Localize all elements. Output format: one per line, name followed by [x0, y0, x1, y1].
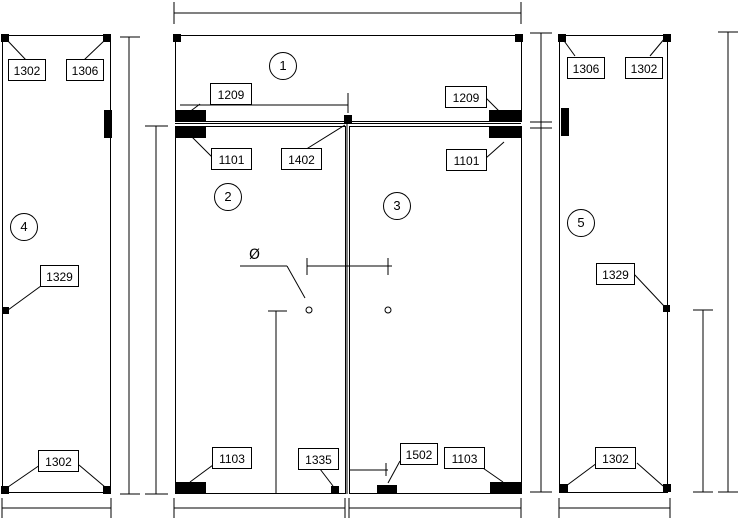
part-label-1209: 1209 [445, 86, 487, 108]
part-label-1103: 1103 [444, 447, 485, 469]
panel-number-1: 1 [269, 52, 297, 80]
clamp-1329-panel-4 [2, 307, 9, 314]
part-label-1502: 1502 [400, 443, 438, 465]
panel-number-3: 3 [383, 192, 411, 220]
diameter-symbol: Ø [249, 247, 261, 263]
panel-number-4: 4 [10, 213, 38, 241]
lock-1335 [331, 486, 339, 494]
clamp-1306-tr-panel-4 [103, 34, 111, 42]
part-label-1329: 1329 [40, 265, 79, 287]
part-label-1402: 1402 [281, 148, 322, 170]
part-label-1335: 1335 [298, 448, 339, 470]
fitting-1103-right [490, 482, 522, 494]
fitting-1103-left [175, 482, 206, 494]
clamp-1306-tl-panel-5 [558, 34, 566, 42]
clamp-1302-bl-panel-4 [1, 486, 9, 494]
part-label-1302: 1302 [625, 57, 663, 79]
jamb-bracket-panel-5 [561, 108, 569, 136]
door-leaf-3 [349, 126, 522, 494]
part-label-1103: 1103 [212, 447, 252, 469]
part-label-1209: 1209 [210, 83, 252, 105]
clamp-tr-panel-1 [515, 34, 523, 42]
clamp-1302-bl-panel-5 [560, 484, 568, 492]
clamp-tl-panel-1 [173, 34, 181, 42]
fitting-1209-right [489, 110, 522, 122]
part-label-1302: 1302 [595, 447, 636, 469]
fitting-1101-left [175, 126, 206, 138]
part-label-1101: 1101 [211, 148, 252, 170]
fitting-1101-right [489, 126, 522, 138]
panel-number-5: 5 [567, 209, 595, 237]
clamp-1329-panel-5 [663, 305, 670, 312]
fitting-1209-left [175, 110, 206, 122]
part-label-1101: 1101 [446, 149, 487, 171]
part-label-1302: 1302 [8, 59, 46, 81]
clamp-1302-tr-panel-5 [663, 34, 671, 42]
clamp-1302-br-panel-5 [663, 484, 671, 492]
floor-stop-1502 [377, 485, 397, 493]
side-panel-4 [2, 35, 111, 493]
side-panel-5 [559, 35, 668, 493]
panel-number-2: 2 [214, 183, 242, 211]
clamp-1302-tl-panel-4 [1, 34, 9, 42]
part-label-1329: 1329 [596, 263, 635, 285]
part-label-1306: 1306 [66, 59, 104, 81]
door-leaf-2 [175, 126, 346, 494]
part-label-1306: 1306 [567, 57, 605, 79]
part-label-1302: 1302 [38, 450, 79, 472]
jamb-bracket-panel-4 [104, 110, 112, 138]
clamp-1302-br-panel-4 [103, 486, 111, 494]
connector-1402 [344, 115, 352, 123]
